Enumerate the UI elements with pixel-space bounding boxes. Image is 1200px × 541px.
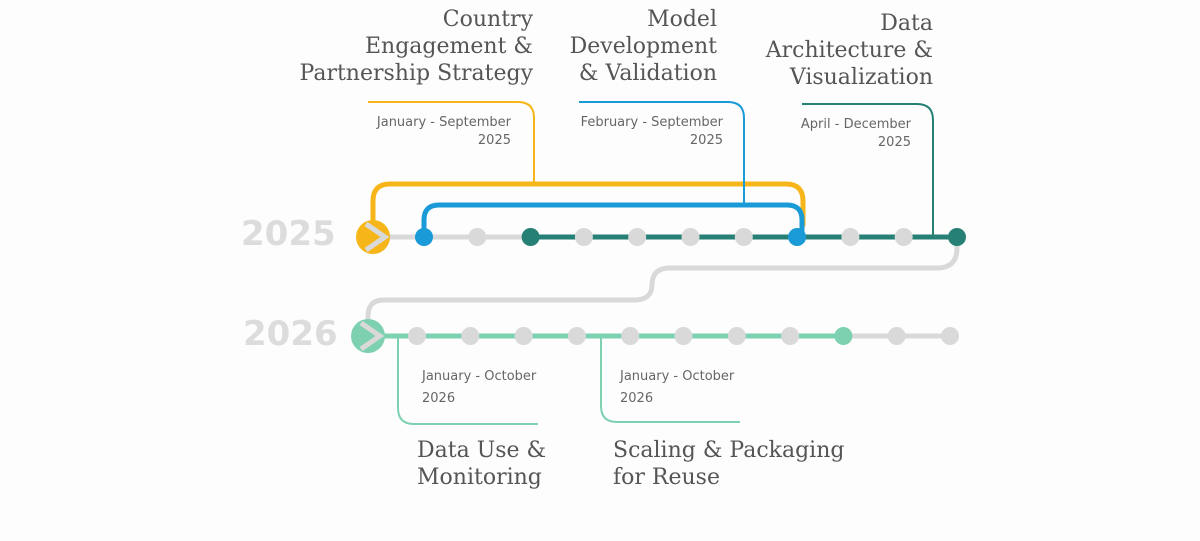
title-line: Scaling & Packaging: [613, 438, 845, 463]
workstream-title-data-architecture: Data Architecture & Visualization: [766, 10, 933, 91]
workstream-dates-data-architecture: April - December 2025: [801, 116, 911, 152]
callout-line-data-arch: [802, 103, 934, 237]
milestone-dot-month-11: [941, 327, 959, 345]
title-line: & Validation: [578, 61, 717, 86]
milestone-dot-month-7: [727, 327, 746, 345]
workstream-title-data-use: Data Use & Monitoring: [417, 437, 546, 491]
title-line: Engagement &: [365, 34, 533, 59]
milestone-dot-month-5: [621, 327, 640, 345]
date-year: 2025: [689, 133, 723, 148]
milestone-dot-month-8: [781, 327, 800, 345]
title-line: Data: [880, 11, 933, 36]
milestone-dot-month-3: [521, 228, 540, 246]
title-line: Monitoring: [417, 465, 542, 490]
workstream-title-model-development: Model Development & Validation: [570, 6, 717, 87]
milestone-dot-month-6: [681, 228, 700, 246]
milestone-dot-month-7: [734, 228, 753, 246]
milestone-dot-month-5: [628, 228, 647, 246]
date-year: 2025: [877, 135, 911, 150]
milestone-dot-month-11: [948, 228, 966, 246]
workstream-title-scaling: Scaling & Packaging for Reuse: [613, 437, 844, 491]
workstream-title-country-engagement: Country Engagement & Partnership Strateg…: [300, 6, 533, 87]
milestone-dot-month-9: [834, 327, 853, 345]
milestone-dot-month-2: [468, 228, 487, 246]
blue-bracket-line: [421, 202, 805, 240]
milestone-dot-month-8: [788, 228, 807, 246]
title-line: Data Use &: [417, 438, 547, 463]
play-chevron-icon: [364, 221, 390, 253]
date-year: 2026: [422, 391, 456, 406]
title-line: Development: [569, 34, 717, 59]
date-range: January - October: [422, 369, 537, 384]
date-range: April - December: [800, 117, 911, 132]
milestone-dot-month-1: [415, 228, 433, 246]
start-marker-2025: [356, 220, 390, 254]
milestone-dot-month-9: [841, 228, 860, 246]
row-connector-line: [365, 234, 960, 333]
title-line: Architecture &: [765, 38, 933, 63]
milestone-dot-month-3: [514, 327, 533, 345]
title-line: for Reuse: [613, 465, 720, 490]
milestone-dot-month-1: [408, 327, 426, 345]
year-label-2026: 2026: [243, 314, 338, 354]
date-range: January - October: [620, 369, 735, 384]
workstream-dates-country-engagement: January - September 2025: [377, 114, 511, 150]
milestone-dot-month-10: [887, 327, 906, 345]
workstream-dates-data-use: January - October 2026: [422, 366, 536, 410]
title-line: Partnership Strategy: [299, 61, 533, 86]
milestone-dot-month-10: [894, 228, 913, 246]
yellow-bracket-line: [370, 181, 806, 228]
milestone-dot-month-6: [674, 327, 693, 345]
callout-line-model: [579, 101, 745, 205]
callout-line-scaling: [600, 336, 740, 423]
callout-line-data-use: [397, 336, 538, 425]
start-marker-2026: [351, 319, 385, 353]
title-line: Visualization: [789, 65, 933, 90]
year-label-2025: 2025: [241, 214, 336, 254]
workstream-dates-scaling: January - October 2026: [620, 366, 734, 410]
title-line: Model: [647, 7, 717, 32]
date-year: 2026: [620, 391, 654, 406]
milestone-dot-month-4: [574, 228, 593, 246]
callout-line-country: [368, 101, 535, 184]
date-range: January - September: [376, 115, 511, 130]
play-chevron-icon: [359, 320, 385, 352]
workstream-dates-model-development: February - September 2025: [581, 114, 723, 150]
milestone-dot-month-4: [567, 327, 586, 345]
title-line: Country: [442, 7, 533, 32]
milestone-dot-month-2: [461, 327, 480, 345]
date-range: February - September: [580, 115, 723, 130]
milestones-2026: [408, 327, 959, 345]
date-year: 2025: [477, 133, 511, 148]
milestones-2025: [415, 228, 966, 246]
